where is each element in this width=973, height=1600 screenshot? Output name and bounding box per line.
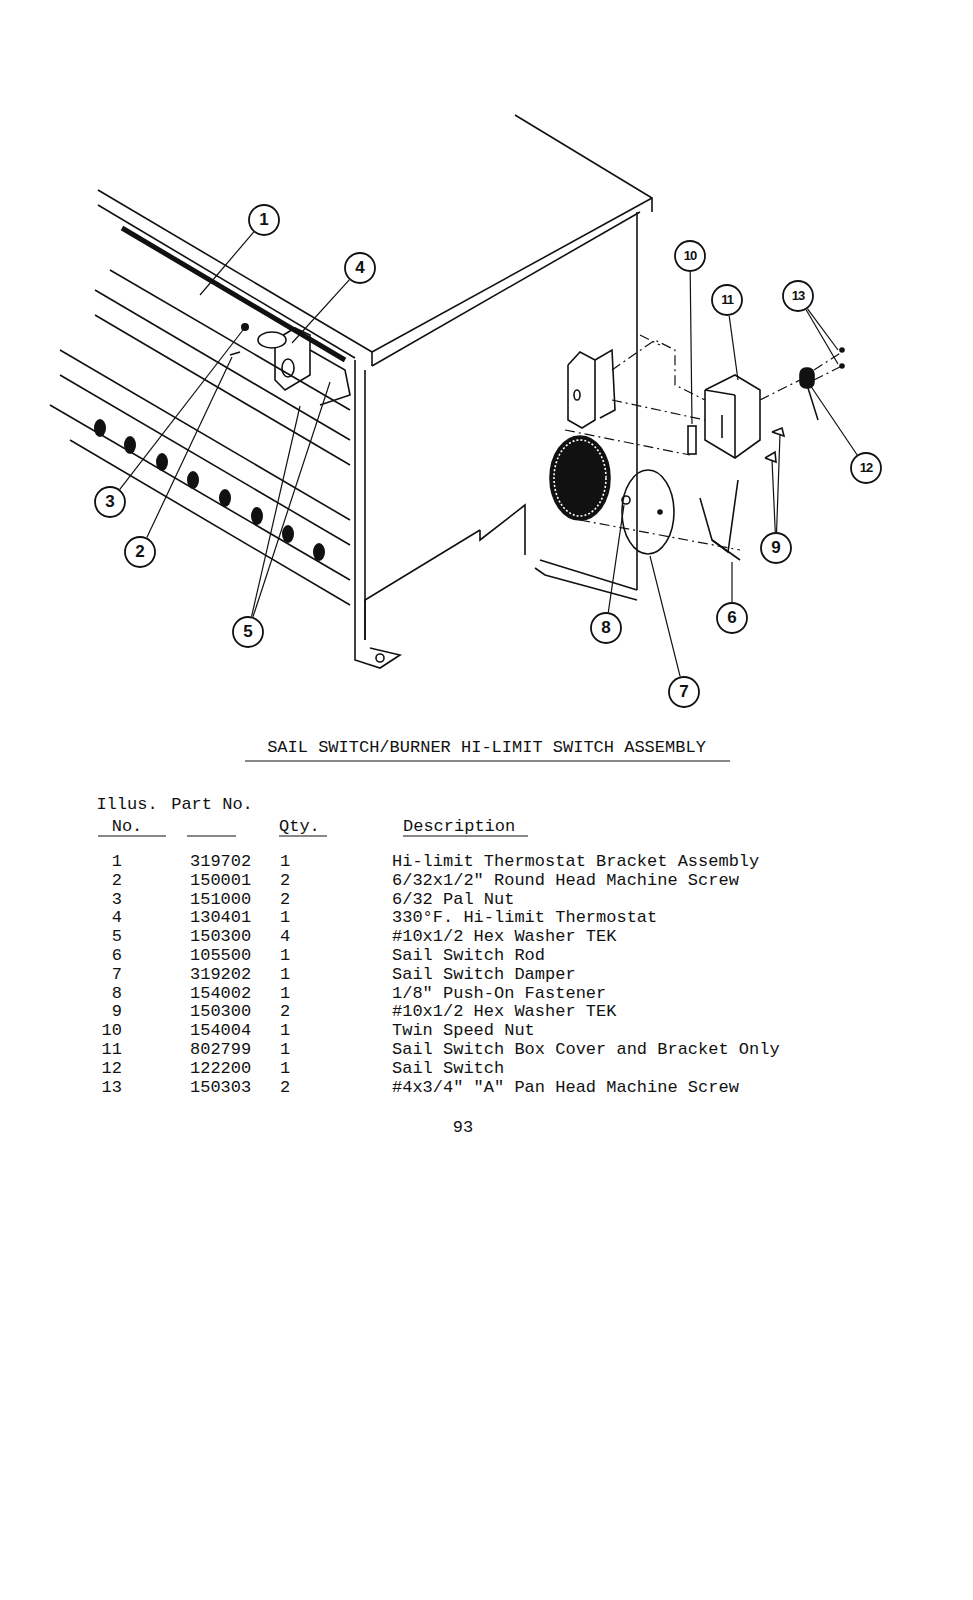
table-cell: 8 (70, 984, 122, 1004)
callout-circle (712, 285, 742, 315)
callout-circle (591, 613, 621, 643)
table-cell: 150300 (190, 927, 270, 947)
table-cell: 6 (70, 946, 122, 966)
diagram-title: SAIL SWITCH/BURNER HI-LIMIT SWITCH ASSEM… (0, 738, 973, 758)
table-cell: 1 (280, 1040, 310, 1060)
table-cell: Twin Speed Nut (392, 1021, 952, 1041)
table-cell: 7 (70, 965, 122, 985)
page-number: 93 (0, 1118, 926, 1138)
table-cell: 3 (70, 890, 122, 910)
leader-line (808, 309, 838, 350)
leader-line (729, 316, 738, 380)
leader-line (147, 357, 232, 538)
table-cell: 4 (280, 927, 310, 947)
leader-line (806, 310, 838, 364)
callout-number: 4 (345, 253, 375, 283)
table-cell: #10x1/2 Hex Washer TEK (392, 927, 952, 947)
table-cell: 2 (280, 890, 310, 910)
table-cell: 130401 (190, 908, 270, 928)
table-cell: #10x1/2 Hex Washer TEK (392, 1002, 952, 1022)
table-cell: 1 (280, 852, 310, 872)
callout-number: 6 (717, 603, 747, 633)
callout-number: 10 (675, 241, 705, 271)
table-header: Qty. (279, 816, 339, 838)
table-cell: 150001 (190, 871, 270, 891)
table-cell: 1 (280, 1059, 310, 1079)
leader-line (810, 385, 857, 455)
table-cell: 6/32 Pal Nut (392, 890, 952, 910)
callout-number: 9 (761, 533, 791, 563)
callout-circle (783, 281, 813, 311)
leader-line (731, 562, 732, 602)
table-cell: 12 (70, 1059, 122, 1079)
table-cell: 11 (70, 1040, 122, 1060)
table-cell: 150303 (190, 1078, 270, 1098)
callout-number: 11 (712, 285, 742, 315)
table-cell: 1 (280, 965, 310, 985)
callout-circle (233, 617, 263, 647)
callout-circle (345, 253, 375, 283)
table-header: Illus. No. (82, 794, 172, 838)
table-cell: Sail Switch Rod (392, 946, 952, 966)
leader-line (200, 232, 254, 295)
callout-number: 2 (125, 537, 155, 567)
leader-line (777, 434, 780, 532)
table-cell: 2 (280, 1002, 310, 1022)
table-cell: 330°F. Hi-limit Thermostat (392, 908, 952, 928)
table-header: Part No. (170, 794, 254, 816)
table-cell: #4x3/4" "A" Pan Head Machine Screw (392, 1078, 952, 1098)
callout-circle (761, 533, 791, 563)
table-cell: 4 (70, 908, 122, 928)
table-cell: 151000 (190, 890, 270, 910)
callout-circle (851, 453, 881, 483)
table-cell: 319702 (190, 852, 270, 872)
table-header: Description (403, 816, 543, 838)
table-cell: 1 (70, 852, 122, 872)
table-cell: 13 (70, 1078, 122, 1098)
table-cell: Sail Switch (392, 1059, 952, 1079)
callout-number: 12 (851, 453, 881, 483)
table-cell: 1 (280, 946, 310, 966)
callout-number: 7 (669, 677, 699, 707)
table-cell: 154004 (190, 1021, 270, 1041)
callout-circle (669, 677, 699, 707)
table-cell: 122200 (190, 1059, 270, 1079)
leader-line (650, 556, 680, 676)
table-cell: 150300 (190, 1002, 270, 1022)
table-cell: 10 (70, 1021, 122, 1041)
table-cell: 1 (280, 984, 310, 1004)
table-cell: 319202 (190, 965, 270, 985)
leader-line (772, 460, 775, 532)
table-cell: 6/32x1/2" Round Head Machine Screw (392, 871, 952, 891)
callout-number: 13 (783, 281, 813, 311)
leader-line (252, 406, 300, 616)
callout-circle (95, 487, 125, 517)
callout-circle (125, 537, 155, 567)
table-cell: 1/8" Push-On Fastener (392, 984, 952, 1004)
leader-line (608, 505, 624, 612)
table-cell: Sail Switch Box Cover and Bracket Only (392, 1040, 952, 1060)
callout-circle (717, 603, 747, 633)
callout-circle (249, 205, 279, 235)
table-cell: 2 (70, 871, 122, 891)
callout-number: 1 (249, 205, 279, 235)
table-cell: 802799 (190, 1040, 270, 1060)
leader-line (292, 280, 349, 343)
table-cell: 105500 (190, 946, 270, 966)
table-cell: 2 (280, 871, 310, 891)
callout-number: 5 (233, 617, 263, 647)
callout-circle (675, 241, 705, 271)
table-cell: 9 (70, 1002, 122, 1022)
callout-number: 3 (95, 487, 125, 517)
table-cell: 2 (280, 1078, 310, 1098)
table-cell: 1 (280, 908, 310, 928)
table-cell: 5 (70, 927, 122, 947)
table-cell: Sail Switch Damper (392, 965, 952, 985)
table-cell: 154002 (190, 984, 270, 1004)
leader-line (253, 382, 330, 617)
table-cell: Hi-limit Thermostat Bracket Assembly (392, 852, 952, 872)
callout-number: 8 (591, 613, 621, 643)
leader-line (690, 272, 692, 424)
table-cell: 1 (280, 1021, 310, 1041)
